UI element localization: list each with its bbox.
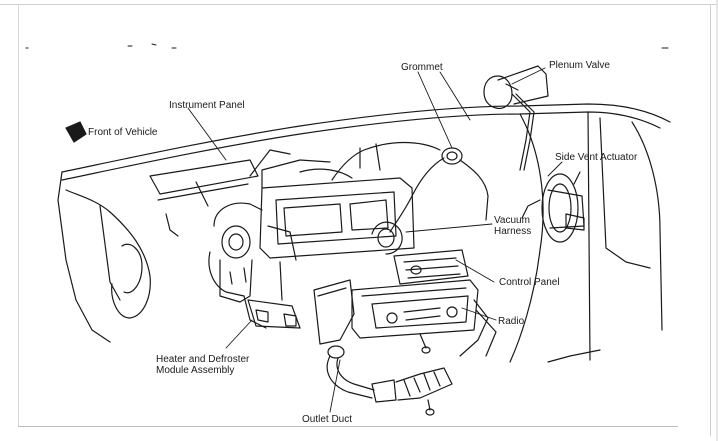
outlet-duct [313,279,453,416]
control-panel-and-radio [351,221,497,357]
scan-specks [25,43,669,49]
label-outlet-duct: Outlet Duct [302,414,353,425]
callout-leaders [187,67,563,413]
label-front-of-vehicle: Front of Vehicle [88,127,158,138]
top-border [0,4,718,5]
left-border [18,4,19,427]
grommet-and-vacuum-lines [331,141,489,233]
label-harness: Harness [494,226,532,237]
right-side-structure [509,111,663,363]
label-heater-module-line1: Heater and Defroster [156,354,250,365]
label-grommet: Grommet [401,62,443,73]
center-duct-assembly [249,149,415,259]
right-edge [716,0,718,441]
label-radio: Radio [498,316,525,327]
bottom-border [18,426,678,427]
label-vacuum: Vacuum [494,215,530,226]
heater-defroster-module [208,202,301,329]
front-of-vehicle-arrow-icon [65,121,87,143]
label-instrument-panel: Instrument Panel [169,100,245,111]
label-plenum-valve: Plenum Valve [549,60,610,71]
label-control-panel: Control Panel [499,277,560,288]
label-side-vent-actuator: Side Vent Actuator [555,152,638,163]
right-border [710,4,711,436]
label-heater-module-line2: Module Assembly [156,365,235,376]
plenum-valve [483,65,549,171]
instrument-panel-outline [57,103,671,343]
